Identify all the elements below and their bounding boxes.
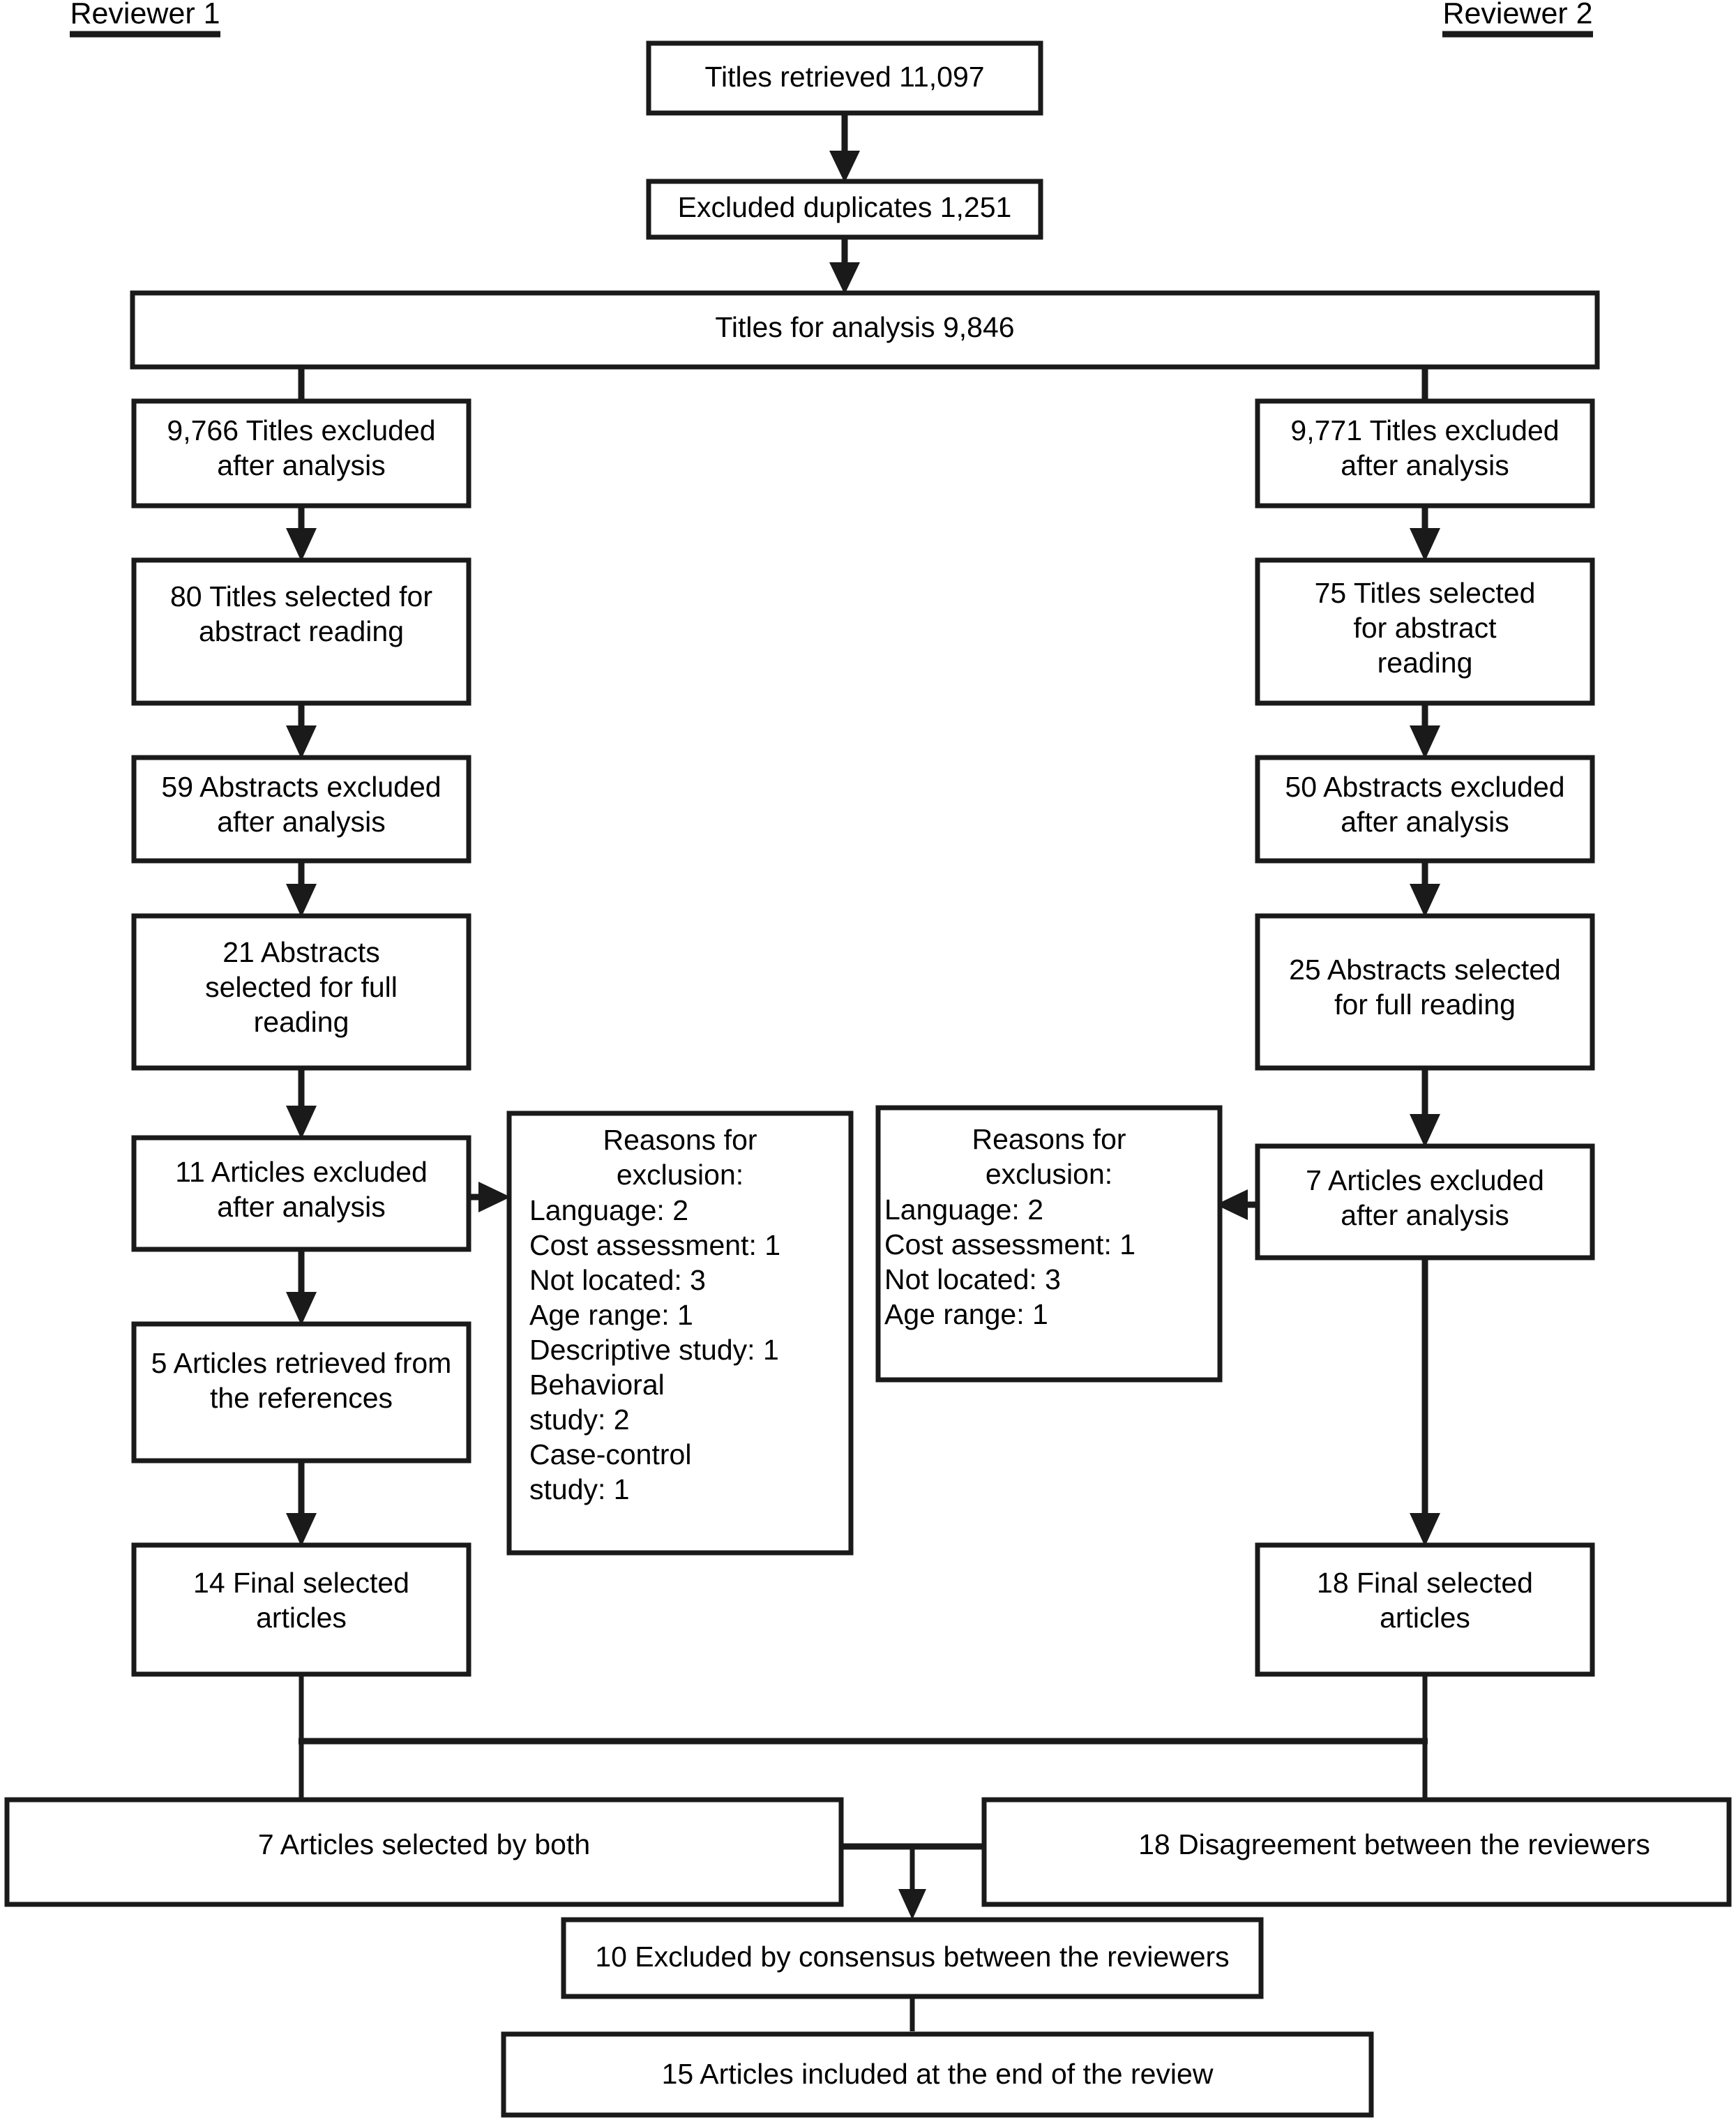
reasons-left-item-behavioral-study-line-2: study: 2 [529, 1404, 630, 1436]
node-reasons-for-exclusion-left[interactable]: Reasons for exclusion: Language: 2 Cost … [506, 1111, 854, 1556]
node-final-articles-included[interactable]: 15 Articles included at the end of the r… [501, 2031, 1374, 2118]
node-r2-titles-selected-line-2: for abstract [1353, 612, 1497, 644]
reasons-right-title-line-1: Reasons for [972, 1123, 1126, 1155]
node-r1-titles-selected-line-2: abstract reading [199, 615, 404, 647]
reasons-left-item-age-range: Age range: 1 [529, 1299, 693, 1331]
node-r2-abstracts-excluded-line-2: after analysis [1341, 806, 1509, 838]
reasons-right-item-cost-assessment: Cost assessment: 1 [884, 1228, 1135, 1261]
node-r2-articles-excluded[interactable]: 7 Articles excluded after analysis [1255, 1143, 1595, 1261]
reasons-left-item-behavioral-study-line-1: Behavioral [529, 1369, 665, 1401]
node-r1-titles-excluded-line-2: after analysis [217, 449, 386, 481]
node-titles-retrieved-line-1: Titles retrieved 11,097 [704, 61, 984, 93]
reasons-right-item-not-located: Not located: 3 [884, 1263, 1061, 1295]
header-reviewer-2-label: Reviewer 2 [1442, 0, 1592, 30]
node-r2-abstracts-selected[interactable]: 25 Abstracts selected for full reading [1255, 913, 1595, 1071]
node-disagreement-line-1: 18 Disagreement between the reviewers [1138, 1828, 1650, 1860]
reasons-left-item-language: Language: 2 [529, 1194, 688, 1226]
reasons-right-title-line-2: exclusion: [986, 1158, 1112, 1190]
node-r1-articles-excluded-line-1: 11 Articles excluded [175, 1156, 428, 1188]
node-r2-abstracts-selected-line-1: 25 Abstracts selected [1289, 954, 1561, 986]
node-r1-abstracts-excluded-line-1: 59 Abstracts excluded [161, 771, 441, 803]
reasons-left-title-line-2: exclusion: [617, 1159, 744, 1191]
node-r1-abstracts-excluded[interactable]: 59 Abstracts excluded after analysis [131, 755, 471, 864]
node-excluded-by-consensus[interactable]: 10 Excluded by consensus between the rev… [561, 1917, 1264, 1999]
node-r2-articles-excluded-line-2: after analysis [1341, 1199, 1509, 1231]
node-r1-abstracts-selected[interactable]: 21 Abstracts selected for full reading [131, 913, 471, 1071]
node-r2-titles-selected[interactable]: 75 Titles selected for abstract reading [1255, 557, 1595, 706]
node-r1-articles-retrieved-line-1: 5 Articles retrieved from [151, 1347, 452, 1379]
node-r1-titles-selected-line-1: 80 Titles selected for [170, 580, 432, 612]
connector-r2-art-excluded-to-final [1410, 1257, 1440, 1547]
node-r2-titles-excluded-line-2: after analysis [1341, 449, 1509, 481]
node-r1-abstracts-selected-line-3: reading [254, 1006, 349, 1038]
reasons-right-item-language: Language: 2 [884, 1194, 1043, 1226]
node-r2-articles-excluded-line-1: 7 Articles excluded [1306, 1164, 1544, 1196]
node-r1-articles-retrieved-line-2: the references [210, 1382, 393, 1414]
reasons-right-item-age-range: Age range: 1 [884, 1298, 1048, 1330]
connector-r1-art-excluded-to-reasons [469, 1182, 511, 1212]
header-reviewer-1-label: Reviewer 1 [70, 0, 220, 30]
node-r1-final-selected-line-2: articles [256, 1602, 347, 1634]
connector-r1-selected-to-abs-excluded [286, 702, 317, 759]
connector-final-merge-rail [299, 1674, 1428, 1800]
node-excluded-duplicates[interactable]: Excluded duplicates 1,251 [646, 179, 1043, 240]
node-reasons-for-exclusion-right[interactable]: Reasons for exclusion: Language: 2 Cost … [875, 1105, 1223, 1383]
node-r2-titles-excluded[interactable]: 9,771 Titles excluded after analysis [1255, 398, 1595, 509]
connector-both-disagreement-to-consensus [841, 1843, 984, 1920]
node-r1-titles-selected[interactable]: 80 Titles selected for abstract reading [131, 557, 471, 706]
node-titles-for-analysis-line-1: Titles for analysis 9,846 [715, 311, 1014, 343]
reasons-left-title-line-1: Reasons for [603, 1124, 757, 1156]
connector-r2-abs-excluded-to-abs-selected [1410, 859, 1440, 917]
node-r1-abstracts-excluded-line-2: after analysis [217, 806, 386, 838]
node-r2-titles-excluded-line-1: 9,771 Titles excluded [1290, 414, 1559, 446]
reasons-left-item-cost-assessment: Cost assessment: 1 [529, 1229, 780, 1261]
header-reviewer-1: Reviewer 1 [70, 0, 220, 38]
node-excluded-by-consensus-line-1: 10 Excluded by consensus between the rev… [595, 1941, 1229, 1973]
connector-r1-art-excluded-to-retrieved [286, 1249, 317, 1325]
connector-r1-abs-selected-to-art-excluded [286, 1067, 317, 1139]
node-r2-final-selected-line-2: articles [1380, 1602, 1470, 1634]
node-r2-titles-selected-line-1: 75 Titles selected [1315, 577, 1536, 609]
node-r1-final-selected[interactable]: 14 Final selected articles [131, 1542, 471, 1677]
node-articles-selected-by-both[interactable]: 7 Articles selected by both [4, 1797, 844, 1907]
node-r1-titles-excluded-line-1: 9,766 Titles excluded [167, 414, 435, 446]
connector-r2-art-excluded-to-reasons [1216, 1189, 1258, 1220]
connector-duplicates-to-analysis [829, 236, 860, 294]
connector-retrieved-to-duplicates [829, 112, 860, 183]
node-r1-articles-retrieved[interactable]: 5 Articles retrieved from the references [131, 1321, 471, 1463]
connector-r2-excluded-to-selected [1410, 505, 1440, 562]
node-r2-final-selected-line-1: 18 Final selected [1317, 1567, 1533, 1599]
node-r2-abstracts-selected-line-2: for full reading [1334, 988, 1516, 1021]
header-reviewer-2: Reviewer 2 [1442, 0, 1593, 38]
node-r2-abstracts-excluded[interactable]: 50 Abstracts excluded after analysis [1255, 755, 1595, 864]
reasons-left-item-not-located: Not located: 3 [529, 1264, 706, 1296]
node-final-articles-included-line-1: 15 Articles included at the end of the r… [662, 2058, 1214, 2090]
node-r1-titles-excluded[interactable]: 9,766 Titles excluded after analysis [131, 398, 471, 509]
connector-r2-abs-selected-to-art-excluded [1410, 1067, 1440, 1147]
node-r1-abstracts-selected-line-2: selected for full [205, 971, 398, 1003]
node-disagreement-between-reviewers[interactable]: 18 Disagreement between the reviewers [981, 1797, 1732, 1907]
node-r2-titles-selected-line-3: reading [1378, 647, 1473, 679]
reasons-left-item-case-control-study-line-2: study: 1 [529, 1473, 630, 1505]
node-r2-final-selected[interactable]: 18 Final selected articles [1255, 1542, 1595, 1677]
connector-r2-selected-to-abs-excluded [1410, 702, 1440, 759]
connector-r1-excluded-to-selected [286, 505, 317, 562]
node-r2-abstracts-excluded-line-1: 50 Abstracts excluded [1285, 771, 1564, 803]
node-titles-retrieved[interactable]: Titles retrieved 11,097 [646, 40, 1043, 116]
node-r1-final-selected-line-1: 14 Final selected [193, 1567, 409, 1599]
reasons-left-item-descriptive-study: Descriptive study: 1 [529, 1334, 779, 1366]
connector-r1-abs-excluded-to-abs-selected [286, 859, 317, 917]
node-r1-articles-excluded[interactable]: 11 Articles excluded after analysis [131, 1135, 471, 1252]
node-r1-abstracts-selected-line-1: 21 Abstracts [222, 936, 380, 968]
node-titles-for-analysis[interactable]: Titles for analysis 9,846 [130, 290, 1600, 370]
node-articles-selected-by-both-line-1: 7 Articles selected by both [258, 1828, 590, 1860]
node-excluded-duplicates-line-1: Excluded duplicates 1,251 [678, 191, 1012, 223]
reasons-left-item-case-control-study-line-1: Case-control [529, 1438, 691, 1470]
node-r1-articles-excluded-line-2: after analysis [217, 1191, 386, 1223]
connector-r1-retrieved-to-final [286, 1459, 317, 1547]
